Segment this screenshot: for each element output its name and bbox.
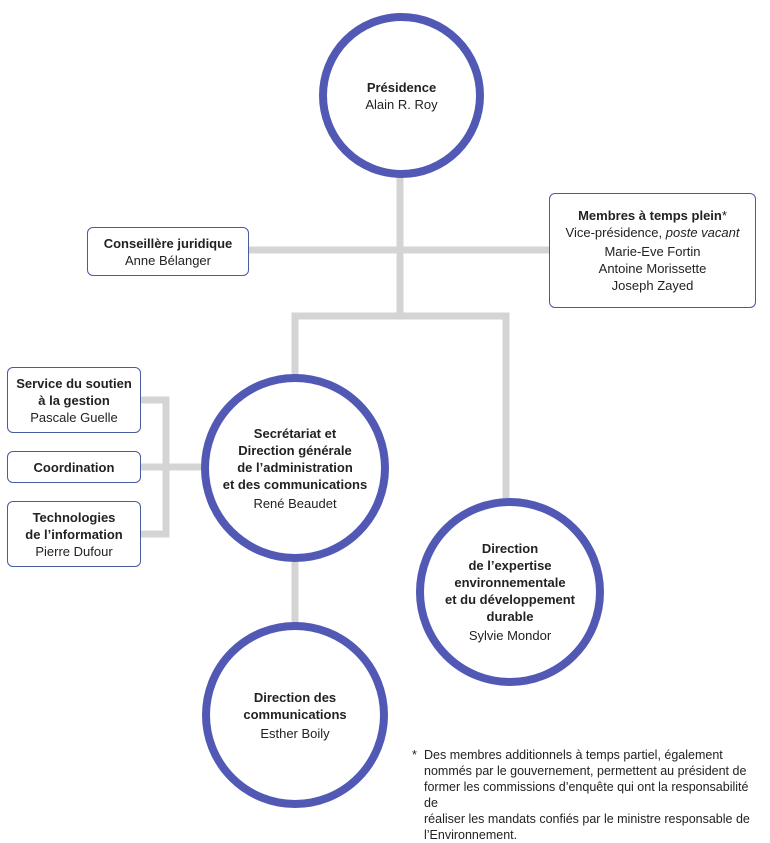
expertise-name: Sylvie Mondor: [468, 628, 552, 643]
membres-footnote-star: *: [721, 208, 727, 223]
footnote-line: nommés par le gouvernement, permettent a…: [424, 764, 747, 778]
connector-directions-split: [291, 312, 510, 520]
footnote-line: former les commissions d’enquête qui ont…: [424, 780, 749, 810]
footnote-line: Des membres additionnels à temps partiel…: [424, 748, 723, 762]
expertise-node: Direction de l’expertise environnemental…: [416, 498, 604, 686]
conseillere-box: Conseillère juridique Anne Bélanger: [87, 227, 249, 276]
membres-vp-label: Vice-présidence,: [565, 225, 663, 240]
technologies-name: Pierre Dufour: [35, 543, 113, 559]
secretariat-title-line: de l’administration: [237, 459, 353, 475]
technologies-title-line: de l’information: [25, 526, 123, 542]
coordination-box: Coordination: [7, 451, 141, 483]
secretariat-title: Secrétariat et Direction générale de l’a…: [223, 425, 367, 493]
footnote-line: réaliser les mandats confiés par le mini…: [424, 812, 750, 826]
conseillere-title: Conseillère juridique: [103, 235, 233, 251]
coordination-title: Coordination: [33, 459, 115, 475]
footnote-line: l’Environnement.: [424, 828, 518, 842]
expertise-title-line: Direction: [481, 541, 539, 556]
communications-title: Direction des communications: [243, 689, 346, 723]
technologies-title-line: Technologies: [32, 509, 116, 525]
membres-title: Membres à temps plein*: [578, 207, 727, 224]
presidence-node: Présidence Alain R. Roy: [319, 13, 484, 178]
communications-name: Esther Boily: [260, 725, 330, 741]
secretariat-title-line: Secrétariat et: [253, 425, 337, 441]
membres-title-text: Membres à temps plein: [578, 208, 722, 223]
connector-staff-bracket: [141, 396, 205, 538]
membres-vice-presidence: Vice-présidence, poste vacant: [566, 224, 740, 241]
communications-node: Direction des communications Esther Boil…: [202, 622, 388, 808]
communications-title-line: communications: [243, 706, 347, 722]
membres-vp-status: poste vacant: [665, 225, 740, 240]
footnote: * Des membres additionnels à temps parti…: [412, 747, 764, 843]
expertise-title-line: durable: [486, 609, 534, 624]
service-title-line: à la gestion: [38, 392, 110, 408]
secretariat-node: Secrétariat et Direction générale de l’a…: [201, 374, 389, 562]
presidence-name: Alain R. Roy: [365, 96, 438, 112]
secretariat-title-line: Direction générale: [238, 442, 352, 458]
expertise-title-line: de l’expertise: [468, 558, 552, 573]
service-title-line: Service du soutien: [16, 375, 132, 391]
conseillere-name: Anne Bélanger: [124, 252, 211, 268]
secretariat-name: René Beaudet: [253, 495, 337, 511]
service-title: Service du soutien à la gestion: [16, 375, 132, 409]
presidence-title: Présidence: [366, 79, 437, 95]
membres-name: Marie-Eve Fortin: [604, 244, 701, 259]
expertise-title-line: environnementale: [454, 575, 566, 590]
service-box: Service du soutien à la gestion Pascale …: [7, 367, 141, 433]
technologies-box: Technologies de l’information Pierre Duf…: [7, 501, 141, 567]
membres-box: Membres à temps plein* Vice-présidence, …: [549, 193, 756, 308]
expertise-title-line: et du développement: [444, 592, 576, 607]
secretariat-title-line: et des communications: [222, 476, 368, 492]
communications-title-line: Direction des: [253, 689, 337, 705]
footnote-star: *: [412, 748, 417, 762]
membres-name: Antoine Morissette: [598, 261, 707, 276]
service-name: Pascale Guelle: [30, 409, 118, 425]
technologies-title: Technologies de l’information: [25, 509, 123, 543]
expertise-title: Direction de l’expertise environnemental…: [445, 540, 575, 625]
membres-name: Joseph Zayed: [611, 278, 694, 293]
